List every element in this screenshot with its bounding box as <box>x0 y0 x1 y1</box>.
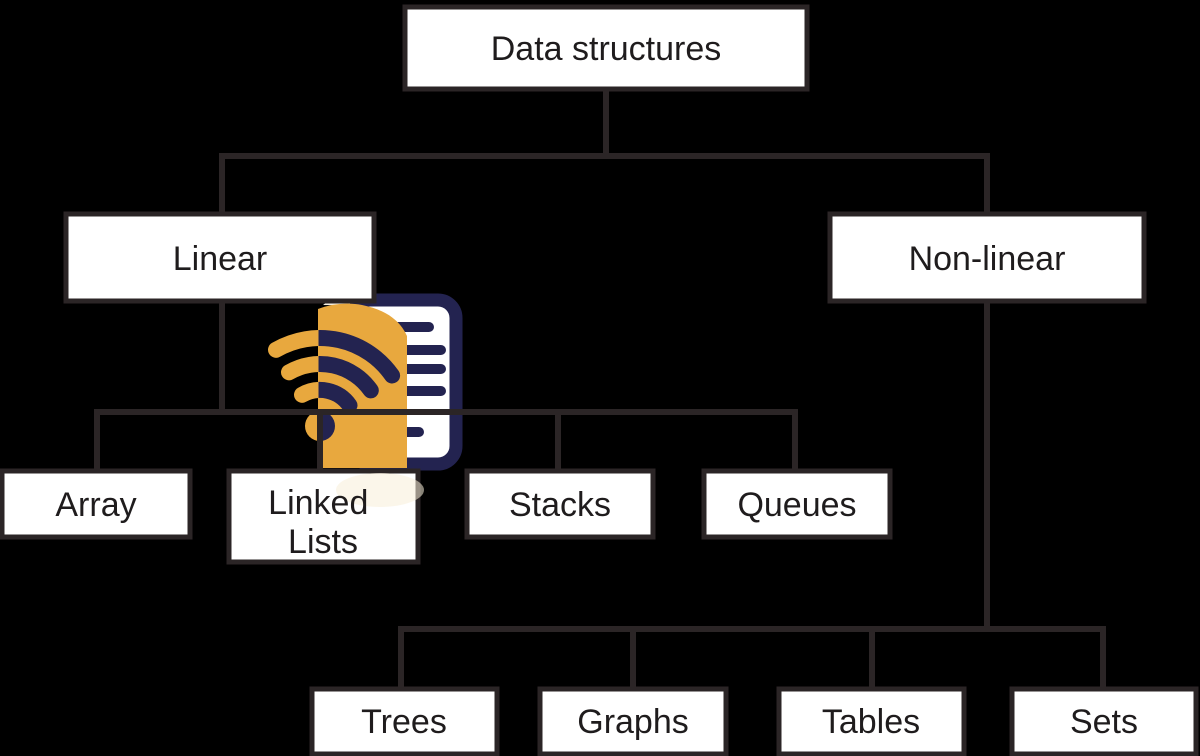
node-linear: Linear <box>63 211 377 304</box>
node-tables-box <box>776 686 967 756</box>
node-sets-label: Sets <box>1070 703 1138 741</box>
node-linked-lists: Linked Lists <box>226 468 424 565</box>
node-tables-label: Tables <box>822 703 920 741</box>
node-array-label: Array <box>55 486 136 524</box>
node-graphs-label: Graphs <box>577 703 689 741</box>
node-graphs: Graphs <box>537 686 729 756</box>
tree-nodes: Data structures Linear Non-linear Array … <box>0 4 1199 756</box>
node-stacks: Stacks <box>464 468 656 540</box>
node-non-linear-label: Non-linear <box>909 240 1066 278</box>
node-graphs-box <box>537 686 729 756</box>
node-data-structures-label: Data structures <box>491 30 722 68</box>
node-data-structures: Data structures <box>402 4 810 92</box>
node-stacks-label: Stacks <box>509 486 611 524</box>
node-linear-label: Linear <box>173 240 268 278</box>
tree-connectors <box>94 89 1106 689</box>
node-linear-box <box>63 211 377 304</box>
node-data-structures-box <box>402 4 810 92</box>
node-array-box <box>0 468 193 540</box>
document-signal-icon <box>268 290 463 471</box>
node-trees-box <box>309 686 500 756</box>
node-queues: Queues <box>701 468 893 540</box>
node-tables: Tables <box>776 686 967 756</box>
node-array: Array <box>0 468 193 540</box>
node-stacks-box <box>464 468 656 540</box>
node-queues-label: Queues <box>737 486 856 524</box>
node-sets: Sets <box>1009 686 1199 756</box>
node-non-linear: Non-linear <box>827 211 1147 304</box>
icon-glow <box>336 473 424 507</box>
node-sets-box <box>1009 686 1199 756</box>
node-trees: Trees <box>309 686 500 756</box>
node-linked-lists-label: Linked Lists <box>268 484 378 561</box>
node-queues-box <box>701 468 893 540</box>
node-non-linear-box <box>827 211 1147 304</box>
node-trees-label: Trees <box>361 703 447 741</box>
